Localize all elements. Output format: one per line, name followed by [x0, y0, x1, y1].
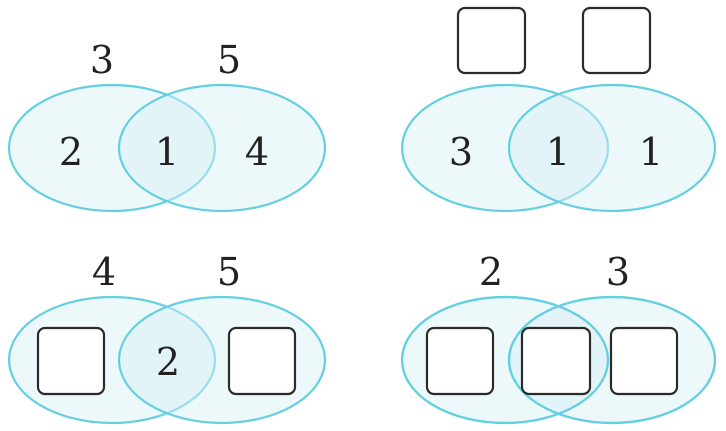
left-total-label: 4	[92, 250, 116, 294]
overlap-answer-box[interactable]	[520, 326, 592, 396]
right-only-count: 4	[245, 130, 269, 174]
left-total-label: 2	[479, 250, 503, 294]
venn-panel-bottom-left: 4 5 2	[7, 250, 327, 425]
overlap-answer-box-fill	[522, 328, 590, 394]
venn-panel-bottom-right: 2 3	[400, 250, 717, 425]
left-set-ellipse-edge	[400, 295, 610, 425]
right-only-answer-box[interactable]	[227, 326, 297, 396]
left-total-label: 3	[90, 38, 114, 82]
left-only-answer-box[interactable]	[425, 326, 495, 396]
venn-panel-top-left: 3 5 2 1 4	[7, 38, 327, 213]
left-set-ellipse	[400, 83, 610, 213]
overlap-count: 1	[546, 130, 570, 174]
right-total-label: 5	[217, 38, 241, 82]
right-set-ellipse	[117, 83, 327, 213]
left-set-ellipse	[7, 83, 217, 213]
right-only-answer-box[interactable]	[609, 326, 679, 396]
overlap-count: 1	[155, 130, 179, 174]
right-total-label: 3	[606, 250, 630, 294]
right-total-answer-box[interactable]	[581, 6, 652, 75]
right-total-label: 5	[217, 250, 241, 294]
venn-panel-top-right: 3 1 1	[400, 6, 717, 213]
left-only-answer-box[interactable]	[36, 326, 106, 396]
overlap-count: 2	[156, 340, 180, 384]
right-only-count: 1	[639, 130, 663, 174]
right-set-ellipse	[507, 83, 717, 213]
right-set-ellipse-edge	[507, 295, 717, 425]
left-only-count: 2	[59, 130, 83, 174]
left-only-count: 3	[449, 130, 473, 174]
left-total-answer-box[interactable]	[456, 6, 527, 75]
